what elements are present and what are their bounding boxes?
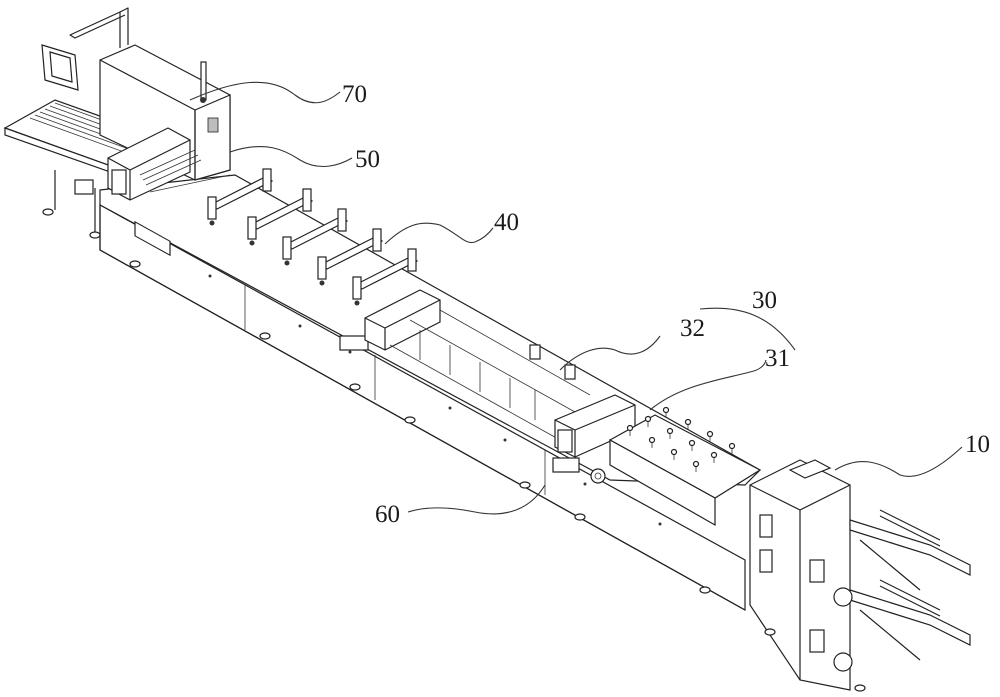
leader-30 (699, 307, 796, 351)
callout-10: 10 (965, 431, 990, 458)
roller-post (317, 256, 327, 280)
unwind-strut (859, 609, 921, 661)
callout-31: 31 (765, 345, 790, 372)
roller-bar (879, 515, 941, 547)
unwind-strut (859, 539, 921, 591)
unwind-arm (849, 589, 971, 646)
section-10 (749, 459, 971, 692)
callout-30: 30 (752, 287, 777, 314)
bolt (209, 220, 215, 226)
bolt (284, 260, 290, 266)
leader-50 (229, 145, 353, 168)
knob (662, 406, 670, 414)
knob (706, 430, 714, 438)
leader-10 (834, 446, 963, 477)
knob (644, 415, 652, 423)
roller-bar (879, 579, 941, 611)
section-30 (554, 394, 762, 527)
callout-50: 50 (355, 146, 380, 173)
roller-post (407, 248, 417, 272)
callout-70: 70 (342, 81, 367, 108)
section-mid (364, 289, 591, 441)
roller-post (337, 208, 347, 232)
knob (670, 448, 678, 456)
roller-post (352, 276, 362, 300)
leader-60 (407, 484, 546, 515)
section-50 (107, 127, 231, 201)
callout-32: 32 (680, 315, 705, 342)
leveling-feet (129, 260, 711, 594)
knob (684, 418, 692, 426)
roller-post (247, 216, 257, 240)
bolt (354, 300, 360, 306)
roller-bar (879, 509, 941, 541)
roller-post (207, 196, 217, 220)
knob (692, 460, 700, 468)
knob (666, 427, 674, 435)
roller-post (262, 168, 272, 192)
roller-post (282, 236, 292, 260)
callout-60: 60 (375, 501, 400, 528)
roller-post (302, 188, 312, 212)
bolt (319, 280, 325, 286)
leader-32 (559, 335, 661, 371)
callouts: 70 50 40 30 32 31 10 60 (189, 81, 990, 528)
leader-70 (189, 81, 341, 104)
knob (648, 436, 656, 444)
callout-40: 40 (494, 209, 519, 236)
leader-40 (384, 222, 494, 245)
leader-31 (649, 359, 767, 411)
knob (728, 442, 736, 450)
unwind-arm (849, 519, 971, 576)
knob (688, 439, 696, 447)
roller-bar (879, 585, 941, 617)
knob (710, 451, 718, 459)
machine-base (99, 174, 761, 612)
bolt (249, 240, 255, 246)
section-40 (207, 168, 419, 306)
roller-post (372, 228, 382, 252)
knob (626, 424, 634, 432)
